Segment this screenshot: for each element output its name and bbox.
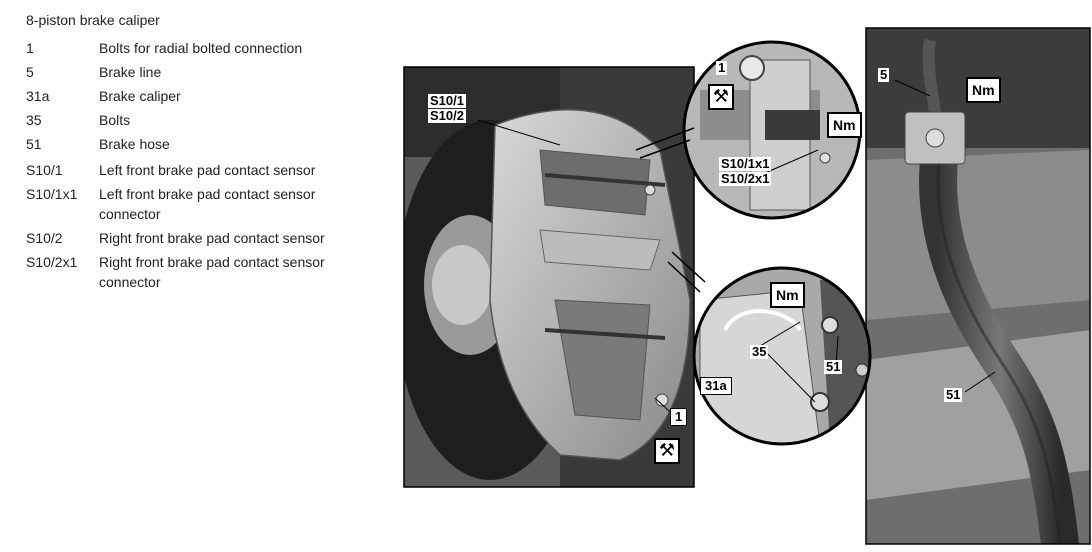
legend-code: 1	[26, 40, 34, 56]
legend-code: 31a	[26, 88, 50, 104]
legend-row: S10/1x1 Left front brake pad contact sen…	[26, 184, 386, 224]
legend-row: 31a Brake caliper	[26, 86, 386, 106]
legend-desc: Bolts	[99, 112, 131, 128]
callout-bolts-35: 35	[750, 344, 769, 359]
legend-row: 1 Bolts for radial bolted connection	[26, 38, 386, 58]
legend-desc: Right front brake pad contact sensor	[99, 230, 325, 246]
legend-code: 35	[26, 112, 42, 128]
legend-row: 51 Brake hose	[26, 134, 386, 154]
legend-desc: Right front brake pad contact sensor con…	[99, 254, 325, 290]
legend-row: S10/2x1 Right front brake pad contact se…	[26, 252, 386, 292]
special-tool-icon: ⚒	[708, 84, 734, 110]
callout-s10-1: S10/1	[428, 93, 466, 108]
callout-hose-51: 51	[944, 387, 963, 402]
main-caliper-photo	[404, 67, 694, 487]
legend-desc: Left front brake pad contact sensor	[99, 162, 316, 178]
callout-line-5: 5	[878, 67, 890, 82]
torque-nm-icon: Nm	[827, 112, 862, 138]
torque-nm-icon: Nm	[770, 282, 805, 308]
legend-desc: Brake hose	[99, 136, 170, 152]
callout-s10-1x1: S10/1x1	[719, 156, 772, 171]
legend-title: 8-piston brake caliper	[26, 12, 160, 28]
brake-hose-photo	[866, 28, 1090, 544]
legend-code: S10/1	[26, 162, 63, 178]
legend-desc: Brake line	[99, 64, 162, 80]
legend-row: S10/2 Right front brake pad contact sens…	[26, 228, 386, 248]
special-tool-icon: ⚒	[654, 438, 680, 464]
legend-desc: Left front brake pad contact sensor conn…	[99, 186, 316, 222]
callout-bolt-1-zoom: 1	[716, 60, 728, 75]
legend-desc: Bolts for radial bolted connection	[99, 40, 303, 56]
legend-row: 35 Bolts	[26, 110, 386, 130]
legend-code: S10/1x1	[26, 186, 78, 202]
legend-desc: Brake caliper	[99, 88, 181, 104]
legend-code: 5	[26, 64, 34, 80]
torque-nm-icon: Nm	[966, 77, 1001, 103]
legend-code: S10/2	[26, 230, 63, 246]
callout-bolt-1-main: 1	[670, 408, 688, 426]
callout-caliper-31a: 31a	[700, 377, 732, 395]
legend-row: S10/1 Left front brake pad contact senso…	[26, 160, 386, 180]
legend: 8-piston brake caliper 1 Bolts for radia…	[26, 10, 386, 292]
callout-hose-51: 51	[824, 359, 843, 374]
legend-code: 51	[26, 136, 42, 152]
legend-code: S10/2x1	[26, 254, 78, 270]
legend-row: 5 Brake line	[26, 62, 386, 82]
callout-s10-2x1: S10/2x1	[719, 171, 772, 186]
callout-s10-2: S10/2	[428, 108, 466, 123]
